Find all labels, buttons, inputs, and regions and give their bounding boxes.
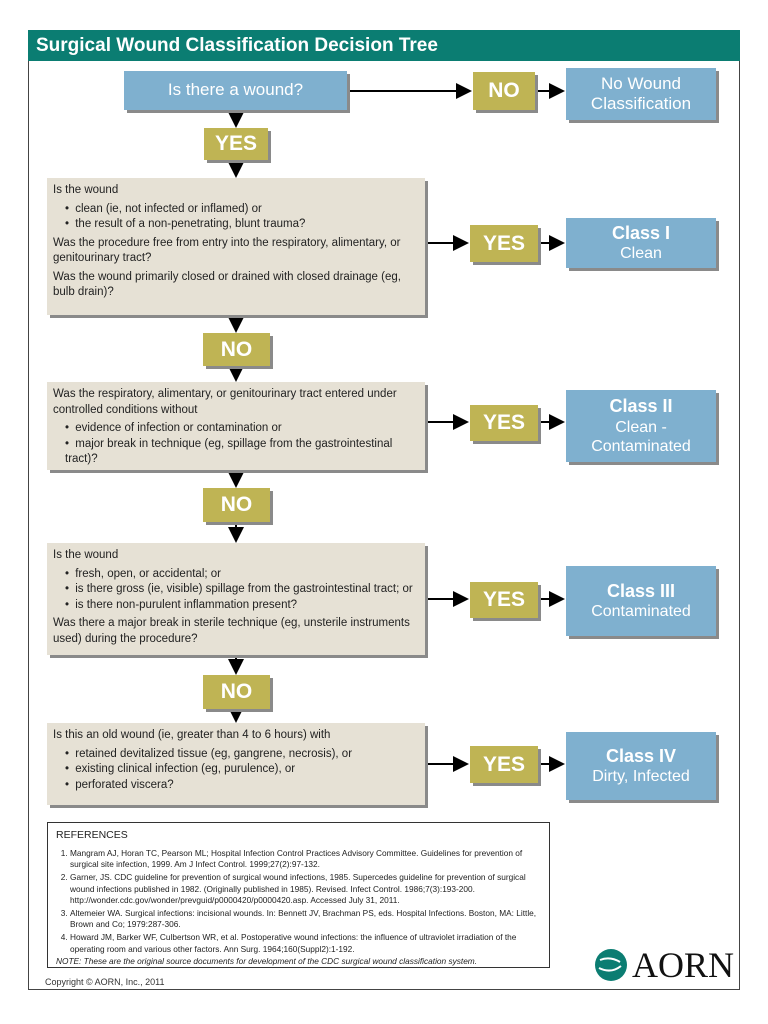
reference-item: Garner, JS. CDC guideline for prevention… [70, 872, 541, 907]
class-subtitle: Clean [620, 245, 662, 263]
criteria-list: retained devitalized tissue (eg, gangren… [53, 747, 419, 794]
no-label: NO [203, 333, 270, 366]
criteria-item: major break in technique (eg, spillage f… [65, 437, 419, 468]
yes-text: YES [482, 752, 526, 776]
question-text: Was the wound primarily closed or draine… [53, 270, 401, 299]
result-line: No Wound [600, 73, 681, 93]
class-subtitle: Dirty, Infected [592, 768, 690, 786]
question-text: Is this an old wound (ie, greater than 4… [53, 729, 331, 741]
logo-text: AORN [632, 945, 735, 985]
class-subtitle: Clean - Contaminated [591, 418, 691, 455]
yes-label: YES [470, 746, 538, 783]
question-box-4: Is this an old wound (ie, greater than 4… [47, 723, 425, 805]
no-text: NO [220, 493, 253, 516]
references-heading: REFERENCES [56, 829, 128, 841]
page-title: Surgical Wound Classification Decision T… [28, 30, 740, 61]
question-box-3: Is the wound fresh, open, or accidental; … [47, 543, 425, 655]
yes-text: YES [482, 588, 526, 611]
references-note: NOTE: These are the original source docu… [56, 956, 478, 967]
criteria-item: is there gross (ie, visible) spillage fr… [65, 582, 419, 598]
question-text: Was the procedure free from entry into t… [53, 236, 401, 265]
reference-item: Mangram AJ, Horan TC, Pearson ML; Hospit… [70, 848, 541, 871]
class-title: Class IV [605, 745, 677, 766]
question-box-2: Was the respiratory, alimentary, or geni… [47, 382, 425, 470]
yes-text: YES [482, 231, 526, 255]
start-question-box: Is there a wound? [124, 71, 347, 110]
yes-label: YES [470, 225, 538, 262]
class-title: Class II [609, 396, 673, 417]
class-box-3: Class III Contaminated [566, 566, 716, 636]
no-label: NO [203, 488, 270, 522]
class-title: Class I [611, 222, 671, 243]
criteria-list: clean (ie, not infected or inflamed) ort… [53, 202, 419, 233]
yes-label: YES [470, 405, 538, 441]
question-text: Is the wound [53, 184, 119, 196]
result-line: Classification [590, 94, 692, 113]
no-wound-classification-box: No Wound Classification [566, 68, 716, 120]
question-text: Was there a major break in sterile techn… [53, 617, 410, 645]
criteria-list: fresh, open, or accidental; oris there g… [53, 567, 419, 614]
no-text: NO [220, 680, 253, 703]
reference-item: Altemeier WA. Surgical infections: incis… [70, 908, 541, 931]
question-text: Is the wound [53, 549, 119, 561]
question-box-1: Is the wound clean (ie, not infected or i… [47, 178, 425, 315]
class-subtitle: Contaminated [591, 603, 691, 621]
aorn-logo: AORN [594, 944, 734, 986]
criteria-list: evidence of infection or contamination o… [53, 421, 419, 468]
criteria-item: is there non-purulent inflammation prese… [65, 598, 419, 614]
criteria-item: fresh, open, or accidental; or [65, 567, 419, 583]
globe-icon [595, 949, 627, 981]
yes-text: YES [482, 411, 526, 434]
references-box: REFERENCES Mangram AJ, Horan TC, Pearson… [47, 822, 550, 968]
criteria-item: the result of a non-penetrating, blunt t… [65, 217, 419, 233]
reference-item: Howard JM, Barker WF, Culbertson WR, et … [70, 932, 541, 955]
criteria-item: evidence of infection or contamination o… [65, 421, 419, 437]
criteria-item: perforated viscera? [65, 778, 419, 794]
class-box-4: Class IV Dirty, Infected [566, 732, 716, 800]
criteria-item: retained devitalized tissue (eg, gangren… [65, 747, 419, 763]
criteria-item: existing clinical infection (eg, purulen… [65, 762, 419, 778]
yes-label: YES [204, 128, 268, 160]
class-box-1: Class I Clean [566, 218, 716, 268]
yes-label: YES [470, 582, 538, 618]
criteria-item: clean (ie, not infected or inflamed) or [65, 202, 419, 218]
no-label: NO [203, 675, 270, 709]
copyright: Copyright © AORN, Inc., 2011 [45, 977, 165, 987]
class-title: Class III [606, 580, 676, 601]
question-text: Was the respiratory, alimentary, or geni… [53, 388, 397, 416]
no-label: NO [473, 72, 535, 110]
no-text: NO [220, 337, 253, 361]
